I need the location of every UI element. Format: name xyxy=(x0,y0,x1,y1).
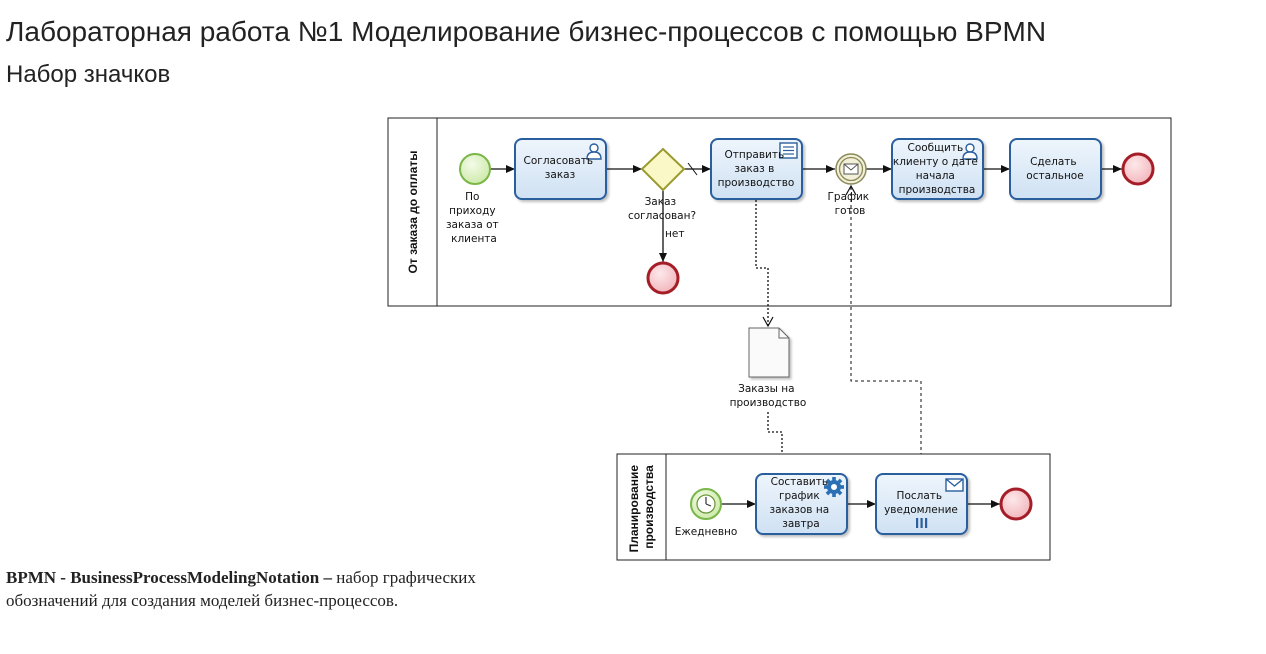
task-inform-client[interactable]: Сообщить клиенту о дате начала производс… xyxy=(891,138,984,200)
timer-start-event[interactable] xyxy=(690,488,722,520)
message-event-label: График готов xyxy=(828,191,873,217)
data-association-flows xyxy=(755,200,788,476)
pool2-label: Планирование производства xyxy=(627,462,656,553)
task-agree-label: Согласовать заказ xyxy=(524,155,597,181)
task-send-order[interactable]: Отправить заказ в производство xyxy=(710,138,803,200)
task-send-label: Отправить заказ в производство xyxy=(718,149,795,189)
data-object-orders[interactable] xyxy=(748,327,790,378)
timer-event-label: Ежедневно xyxy=(675,526,738,538)
gateway-order-agreed[interactable] xyxy=(640,147,686,192)
task-rest-label: Сделать остальное xyxy=(1026,156,1083,182)
end-event-rejected[interactable] xyxy=(646,261,680,295)
message-intermediate-event[interactable] xyxy=(835,153,867,185)
sequence-flows-pool1 xyxy=(490,162,1122,262)
gateway-no-label: нет xyxy=(665,228,684,240)
pool1-label: От заказа до оплаты xyxy=(406,151,420,274)
envelope-icon xyxy=(843,163,859,175)
page-subtitle: Набор значков xyxy=(6,61,171,88)
footer-description: BPMN - BusinessProcessModelingNotation –… xyxy=(6,566,566,612)
end-event-pool2[interactable] xyxy=(999,487,1033,521)
task-send-notification[interactable]: Послать уведомление xyxy=(875,473,968,535)
task-notify-label: Послать уведомление xyxy=(884,490,958,516)
user-task-icon xyxy=(962,143,978,160)
data-object-label: Заказы на производство xyxy=(730,383,807,409)
page-title: Лабораторная работа №1 Моделирование биз… xyxy=(6,16,1047,47)
footer-text: набор графических обозначений для создан… xyxy=(6,568,476,610)
task-agree-order[interactable]: Согласовать заказ xyxy=(514,138,607,200)
task-inform-label: Сообщить клиенту о дате начала производс… xyxy=(893,142,981,196)
footer-bold: BPMN - BusinessProcessModelingNotation – xyxy=(6,568,332,587)
gateway-label: Заказ согласован? xyxy=(628,196,696,222)
script-task-icon xyxy=(779,142,798,159)
service-task-gear-icon xyxy=(824,477,844,497)
task-compose-label: Составить график заказов на завтра xyxy=(770,476,833,530)
user-task-icon xyxy=(586,143,602,160)
start-event[interactable] xyxy=(459,153,491,185)
task-do-rest[interactable]: Сделать остальное xyxy=(1009,138,1102,200)
send-task-envelope-icon xyxy=(945,478,964,492)
end-event-pool1[interactable] xyxy=(1121,152,1155,186)
start-event-label: По приходу заказа от клиента xyxy=(446,191,502,245)
clock-icon xyxy=(696,494,716,514)
parallel-multi-instance-icon xyxy=(916,518,928,528)
task-compose-schedule[interactable]: Составить график заказов на завтра xyxy=(755,473,848,535)
